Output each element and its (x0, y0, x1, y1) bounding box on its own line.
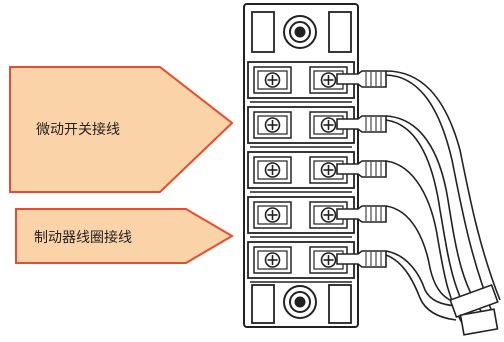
micro-switch-callout (9, 66, 234, 193)
wire-connector-icon (336, 205, 387, 223)
terminal-screw-icon (253, 66, 292, 94)
wire-bundle (385, 70, 501, 336)
terminal-screw-icon (309, 66, 348, 94)
wire-connector-icon (336, 115, 387, 133)
terminal-screw-icon (309, 111, 348, 139)
wire-connector-icon (336, 70, 387, 88)
wire-plug-icon (449, 283, 499, 336)
terminal-row (247, 106, 355, 148)
terminal-screw-icon (253, 246, 292, 274)
terminal-screw-icon (309, 246, 348, 274)
terminal-screw-icon (253, 156, 292, 184)
brake-coil-label: 制动器线圈接线 (34, 230, 132, 246)
terminal-row (247, 196, 355, 238)
wire (385, 250, 459, 307)
wire (385, 115, 489, 321)
wire (385, 70, 501, 301)
wire (385, 205, 463, 306)
mounting-screw-icon (283, 285, 317, 319)
wire (385, 254, 457, 321)
mounting-screw-icon (283, 15, 317, 49)
terminal-screw-icon (253, 201, 292, 229)
wire-connector-icon (336, 250, 387, 268)
wire-connector-icon (336, 160, 387, 178)
terminal-rows (247, 61, 387, 283)
brake-coil-callout (15, 208, 234, 264)
wire (385, 74, 493, 313)
micro-switch-label: 微动开关接线 (36, 122, 120, 138)
terminal-screw-icon (253, 111, 292, 139)
